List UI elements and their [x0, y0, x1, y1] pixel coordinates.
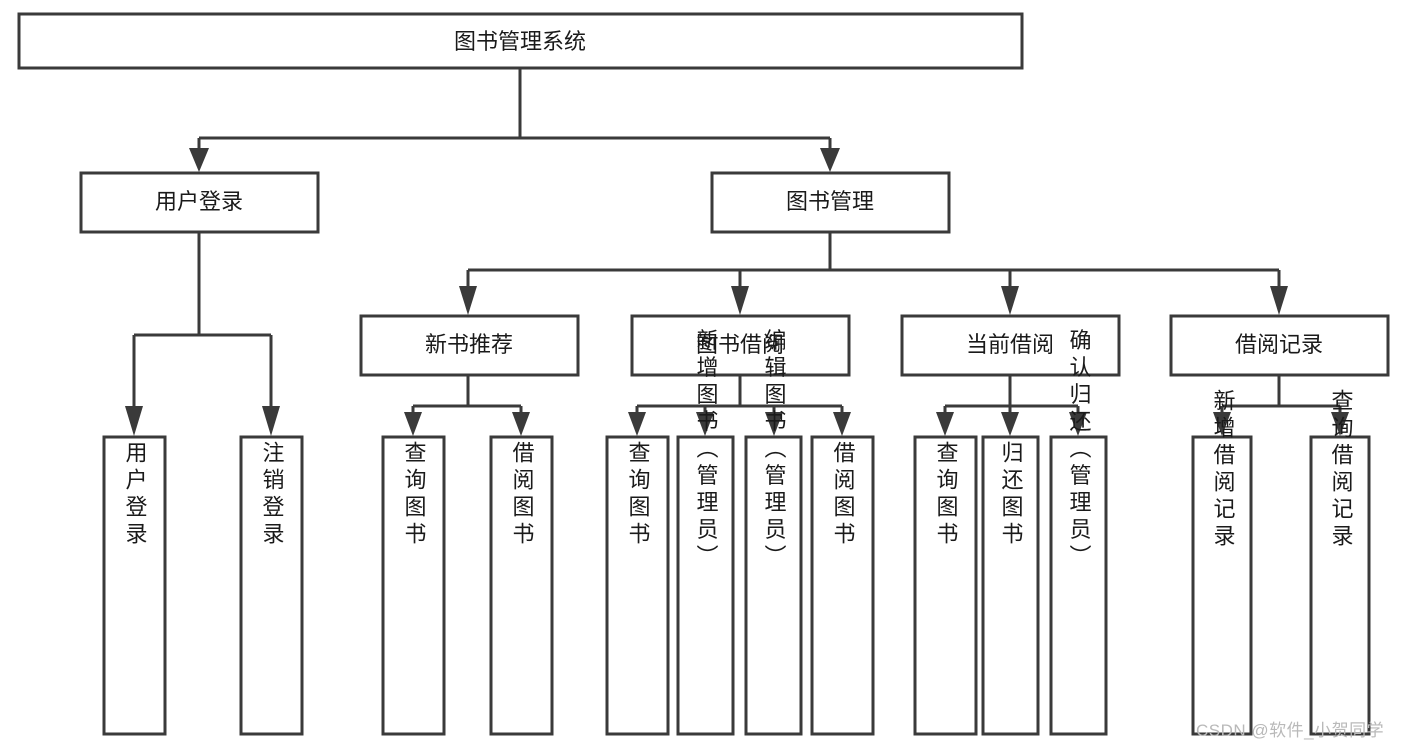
user-login-label: 用户登录: [155, 189, 243, 214]
leaf-add-book-box[interactable]: [676, 435, 735, 736]
leaf-borrow-book-2-box[interactable]: [810, 435, 875, 736]
node-root[interactable]: 图书管理系统: [17, 12, 1024, 70]
leaf-node[interactable]: 新增借阅记录: [1191, 389, 1253, 736]
leaf-edit-book-label: 编辑图书（管理员）: [762, 329, 787, 572]
leaf-node[interactable]: 归还图书: [981, 435, 1040, 736]
leaf-add-record-label: 新增借阅记录: [1211, 389, 1236, 551]
current-borrow-label: 当前借阅: [966, 332, 1054, 357]
leaf-query-book-1-label: 查询图书: [402, 441, 427, 549]
connector-group: [125, 68, 1349, 436]
leaf-node[interactable]: 新增图书（管理员）: [676, 329, 735, 736]
arrow-leaf-logout: [262, 406, 280, 436]
borrow-record-box[interactable]: [1169, 314, 1390, 377]
leaf-node[interactable]: 查询图书: [381, 435, 446, 736]
leaf-add-record-box[interactable]: [1191, 435, 1253, 736]
leaf-logout-label: 注销登录: [260, 441, 285, 549]
leaf-query-book-3-label: 查询图书: [934, 441, 959, 549]
leaf-borrow-book-2-label: 借阅图书: [831, 441, 856, 549]
node-book-manage[interactable]: 图书管理: [710, 171, 951, 234]
arrow-leaf-query-book-1: [404, 412, 422, 436]
node-current-borrow[interactable]: 当前借阅: [900, 314, 1121, 377]
book-borrow-box[interactable]: [630, 314, 851, 377]
node-user-login[interactable]: 用户登录: [79, 171, 320, 234]
root-box[interactable]: [17, 12, 1024, 70]
arrow-leaf-confirm-return: [1069, 412, 1087, 436]
new-book-recommend-label: 新书推荐: [425, 332, 513, 357]
leaf-node[interactable]: 编辑图书（管理员）: [744, 329, 803, 736]
leaf-node[interactable]: 用户登录: [102, 435, 167, 736]
leaf-edit-book-box[interactable]: [744, 435, 803, 736]
leaf-confirm-return-box[interactable]: [1049, 435, 1108, 736]
leaf-query-book-1-box[interactable]: [381, 435, 446, 736]
arrow-leaf-add-book: [696, 412, 714, 436]
arrow-borrow-record: [1270, 286, 1288, 315]
leaf-add-book-label: 新增图书（管理员）: [694, 329, 719, 572]
leaf-node[interactable]: 确认归还（管理员）: [1049, 329, 1108, 736]
new-book-recommend-box[interactable]: [359, 314, 580, 377]
user-login-box[interactable]: [79, 171, 320, 234]
arrow-leaf-user-login: [125, 406, 143, 436]
arrow-book-borrow: [731, 286, 749, 315]
leaf-node[interactable]: 借阅图书: [810, 435, 875, 736]
book-borrow-label: 图书借阅: [696, 332, 784, 357]
csdn-watermark: CSDN @软件_小贺同学: [1196, 721, 1385, 740]
arrow-leaf-query-book-2: [628, 412, 646, 436]
arrow-new-book-recommend: [459, 286, 477, 315]
arrow-user-login: [189, 148, 209, 172]
leaf-node[interactable]: 注销登录: [239, 435, 304, 736]
arrow-leaf-edit-book: [765, 412, 783, 436]
leaf-node[interactable]: 查询借阅记录: [1309, 389, 1371, 736]
leaf-logout-box[interactable]: [239, 435, 304, 736]
leaf-query-book-3-box[interactable]: [913, 435, 978, 736]
node-book-borrow[interactable]: 图书借阅: [630, 314, 851, 377]
borrow-record-label: 借阅记录: [1235, 332, 1323, 357]
book-manage-box[interactable]: [710, 171, 951, 234]
current-borrow-box[interactable]: [900, 314, 1121, 377]
leaf-node[interactable]: 查询图书: [605, 435, 670, 736]
arrow-book-manage: [820, 148, 840, 172]
leaf-query-book-2-label: 查询图书: [626, 441, 651, 549]
arrow-leaf-query-record: [1331, 412, 1349, 436]
leaf-user-login-label: 用户登录: [123, 441, 148, 549]
book-manage-label: 图书管理: [786, 189, 874, 214]
leaf-return-book-box[interactable]: [981, 435, 1040, 736]
arrow-leaf-borrow-book-2: [833, 412, 851, 436]
arrow-leaf-borrow-book-1: [512, 412, 530, 436]
arrow-current-borrow: [1001, 286, 1019, 315]
leaf-query-record-box[interactable]: [1309, 435, 1371, 736]
node-new-book-recommend[interactable]: 新书推荐: [359, 314, 580, 377]
leaf-borrow-book-1-box[interactable]: [489, 435, 554, 736]
leaf-node[interactable]: 查询图书: [913, 435, 978, 736]
leaf-node[interactable]: 借阅图书: [489, 435, 554, 736]
leaf-query-record-label: 查询借阅记录: [1329, 389, 1354, 551]
arrow-leaf-query-book-3: [936, 412, 954, 436]
node-borrow-record[interactable]: 借阅记录: [1169, 314, 1390, 377]
root-label: 图书管理系统: [454, 29, 586, 54]
leaf-borrow-book-1-label: 借阅图书: [510, 441, 535, 549]
arrow-leaf-return-book: [1001, 412, 1019, 436]
arrow-leaf-add-record: [1213, 412, 1231, 436]
leaf-query-book-2-box[interactable]: [605, 435, 670, 736]
leaf-user-login-box[interactable]: [102, 435, 167, 736]
leaf-confirm-return-label: 确认归还（管理员）: [1067, 329, 1092, 572]
leaf-return-book-label: 归还图书: [999, 441, 1024, 549]
